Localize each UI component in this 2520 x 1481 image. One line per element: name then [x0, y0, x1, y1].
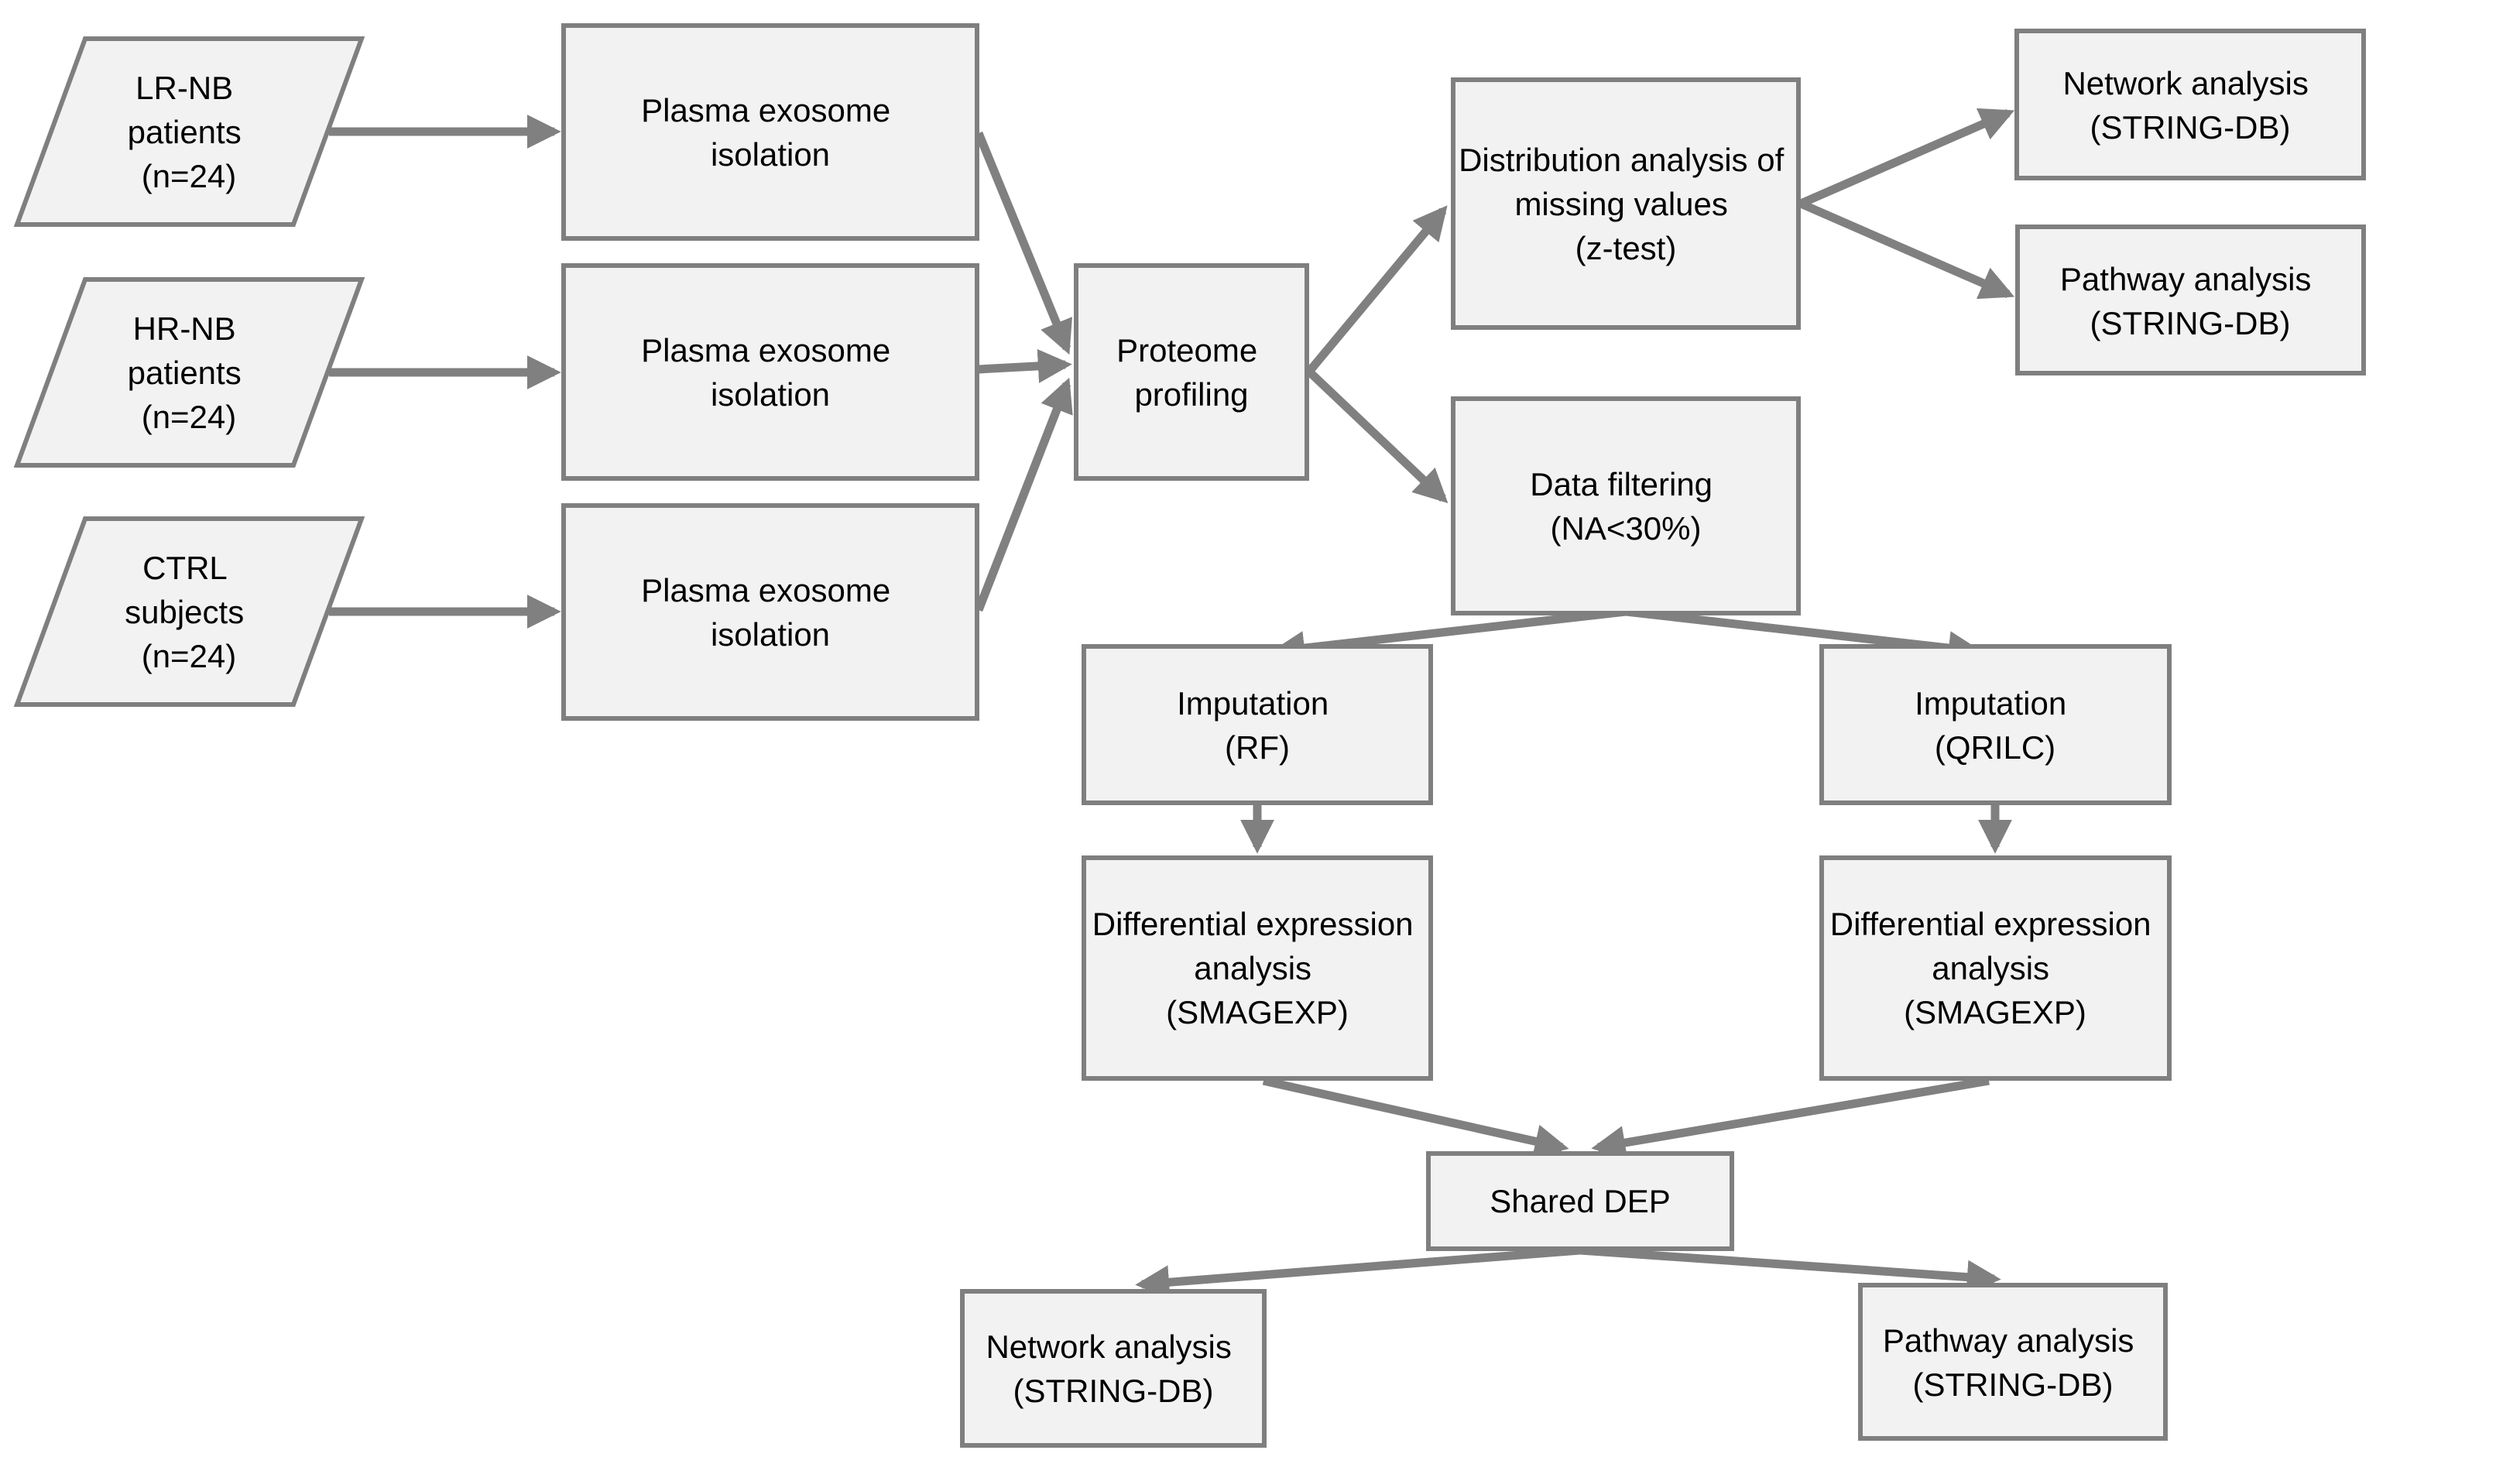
edge-diffexp-rf-to-shared-dep: [1262, 1076, 1569, 1158]
imputation-rf-box: [1082, 644, 1433, 805]
edges: [329, 108, 2015, 1300]
hr-nb-label: HR-NB patients (n=24): [128, 310, 251, 435]
node-proteome-profiling: Proteome profiling: [1074, 263, 1309, 481]
node-shared-dep: Shared DEP: [1426, 1151, 1734, 1251]
node-plasma-isolation-1: Plasma exosome isolation: [561, 23, 979, 241]
node-distribution-analysis: Distribution analysis of missing values …: [1451, 77, 1801, 330]
proteome-profiling-label: Proteome profiling: [1116, 332, 1267, 413]
ctrl-parallelogram: [13, 516, 365, 707]
edge-shared-dep-to-pathway-bottom: [1579, 1246, 2001, 1294]
plasma-isolation-2-label: Plasma exosome isolation: [641, 332, 900, 413]
pathway-analysis-bottom-label: Pathway analysis (STRING-DB): [1883, 1322, 2143, 1403]
lr-nb-label: LR-NB patients (n=24): [128, 70, 251, 194]
node-ctrl-subjects: CTRL subjects (n=24): [13, 516, 365, 707]
shared-dep-box: [1426, 1151, 1734, 1251]
plasma-isolation-3-box: [561, 503, 979, 721]
edge-isolation-3-to-proteome: [974, 377, 1073, 612]
node-pathway-analysis-bottom: Pathway analysis (STRING-DB): [1858, 1283, 2168, 1441]
pathway-analysis-top-box: [2015, 225, 2366, 375]
edge-isolation-1-to-proteome: [974, 131, 1072, 355]
network-analysis-top-box: [2014, 29, 2366, 180]
ctrl-label: CTRL subjects (n=24): [125, 550, 253, 674]
network-analysis-top-label: Network analysis (STRING-DB): [2062, 65, 2317, 146]
imputation-qrilc-box: [1819, 644, 2172, 805]
plasma-isolation-1-box: [561, 23, 979, 241]
diff-expression-rf-label: Differential expression analysis (SMAGEX…: [1092, 906, 1422, 1030]
imputation-rf-label: Imputation (RF): [1177, 685, 1338, 766]
distribution-analysis-box: [1451, 77, 1801, 330]
node-imputation-rf: Imputation (RF): [1082, 644, 1433, 805]
edge-shared-dep-to-network-bottom: [1135, 1246, 1581, 1300]
node-diff-expression-rf: Differential expression analysis (SMAGEX…: [1082, 855, 1433, 1081]
imputation-qrilc-label: Imputation (QRILC): [1915, 685, 2076, 766]
data-filtering-box: [1451, 396, 1801, 615]
distribution-analysis-label: Distribution analysis of missing values …: [1459, 142, 1793, 266]
node-hr-nb-patients: HR-NB patients (n=24): [13, 277, 365, 468]
shared-dep-label: Shared DEP: [1490, 1183, 1670, 1219]
diff-expression-qrilc-label: Differential expression analysis (SMAGEX…: [1830, 906, 2160, 1030]
node-data-filtering: Data filtering (NA<30%): [1451, 396, 1801, 615]
node-plasma-isolation-3: Plasma exosome isolation: [561, 503, 979, 721]
diff-expression-rf-box: [1082, 855, 1433, 1081]
node-pathway-analysis-top: Pathway analysis (STRING-DB): [2015, 225, 2366, 375]
lr-nb-parallelogram: [13, 36, 365, 227]
data-filtering-label: Data filtering (NA<30%): [1530, 466, 1721, 547]
node-lr-nb-patients: LR-NB patients (n=24): [13, 36, 365, 227]
node-network-analysis-bottom: Network analysis (STRING-DB): [960, 1289, 1267, 1448]
edge-distribution-to-network-top: [1798, 108, 2015, 208]
edge-distribution-to-pathway-top: [1798, 199, 2015, 300]
hr-nb-parallelogram: [13, 277, 365, 468]
edge-proteome-to-distribution: [1305, 205, 1448, 375]
node-plasma-isolation-2: Plasma exosome isolation: [561, 263, 979, 481]
edge-diffexp-qrilc-to-shared-dep: [1591, 1076, 1990, 1160]
edge-isolation-2-to-proteome: [978, 348, 1072, 383]
network-analysis-bottom-label: Network analysis (STRING-DB): [986, 1328, 1240, 1409]
node-imputation-qrilc: Imputation (QRILC): [1819, 644, 2172, 805]
proteome-profiling-box: [1074, 263, 1309, 481]
diff-expression-qrilc-box: [1819, 855, 2172, 1081]
pathway-analysis-top-label: Pathway analysis (STRING-DB): [2060, 261, 2320, 341]
plasma-isolation-2-box: [561, 263, 979, 481]
plasma-isolation-3-label: Plasma exosome isolation: [641, 572, 900, 653]
plasma-isolation-1-label: Plasma exosome isolation: [641, 92, 900, 173]
network-analysis-bottom-box: [960, 1289, 1267, 1448]
pathway-analysis-bottom-box: [1858, 1283, 2168, 1441]
node-network-analysis-top: Network analysis (STRING-DB): [2014, 29, 2366, 180]
node-diff-expression-qrilc: Differential expression analysis (SMAGEX…: [1819, 855, 2172, 1081]
edge-proteome-to-filtering: [1306, 369, 1449, 504]
